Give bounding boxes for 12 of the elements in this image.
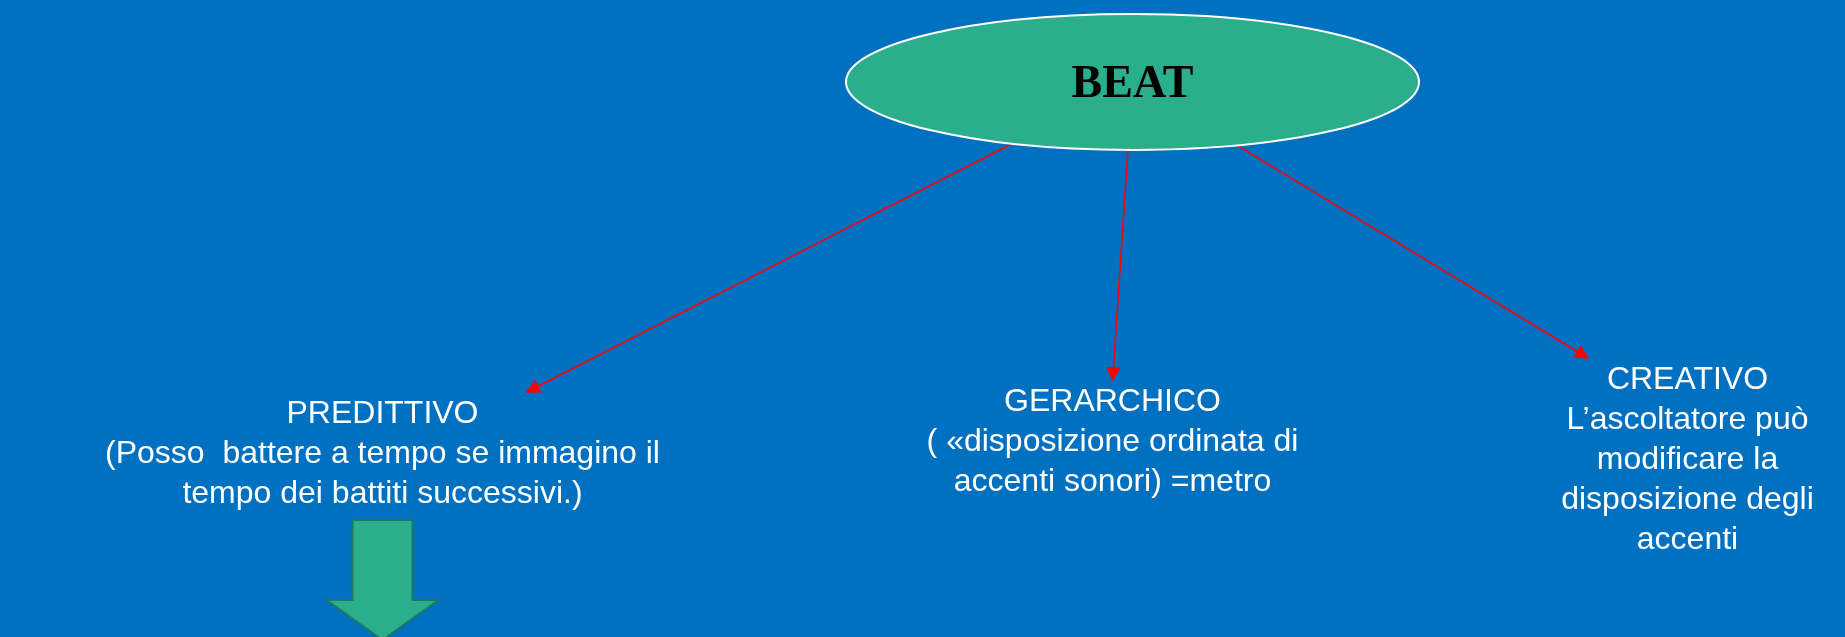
node-heading: CREATIVO	[1605, 359, 1770, 398]
arrow	[525, 143, 1012, 393]
block-arrow	[323, 519, 442, 637]
arrow	[1237, 145, 1590, 359]
ellipse-node	[845, 13, 1420, 151]
node-description: ( «disposizione ordinata di accenti sonori) =metro	[925, 421, 1300, 500]
node-heading: PREDITTIVO	[285, 393, 480, 432]
node-description: L’ascoltatore può modificare la disposizione degli accenti	[1560, 399, 1815, 558]
node-heading: BEAT	[1071, 55, 1194, 110]
arrow	[1106, 150, 1129, 382]
node-heading: GERARCHICO	[1003, 381, 1222, 420]
node-description: (Posso battere a tempo se immagino il tempo dei battiti successivi.)	[104, 433, 661, 512]
